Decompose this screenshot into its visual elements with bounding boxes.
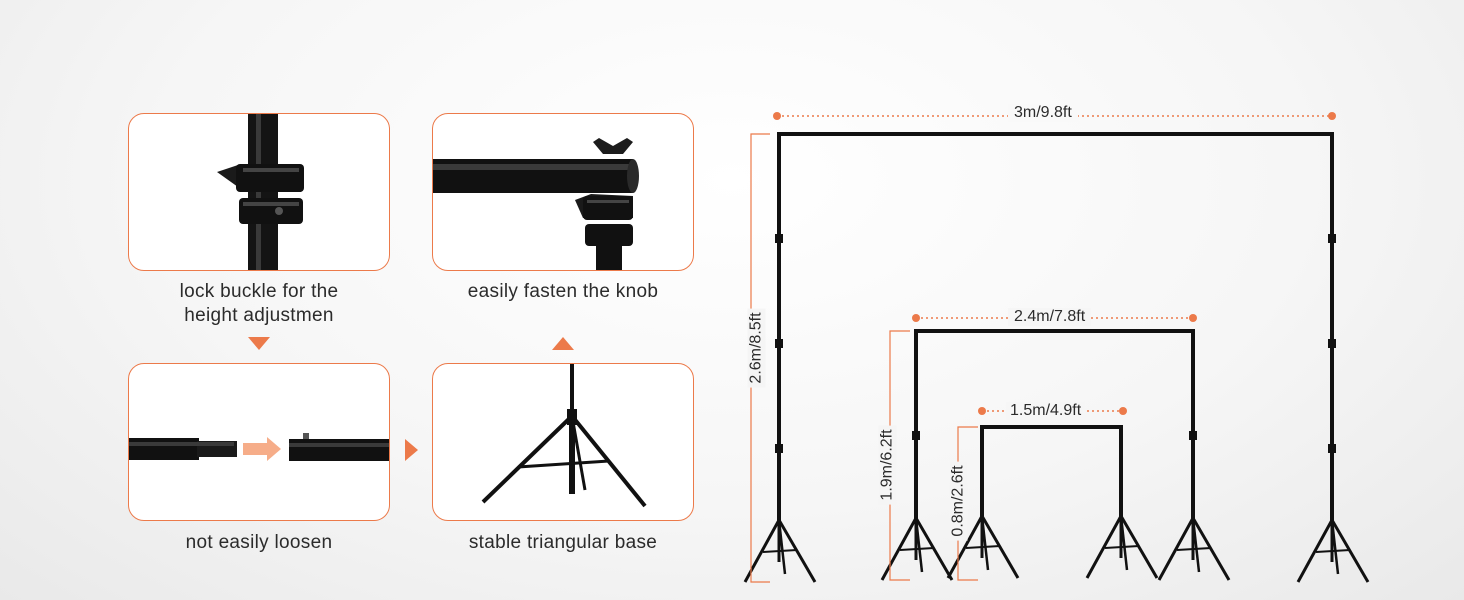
fasten-knob-caption: easily fasten the knob <box>467 281 659 302</box>
triangular-base-image <box>481 364 647 508</box>
lock-buckle-image <box>217 114 304 270</box>
arrow-down-icon <box>248 337 270 350</box>
medium-frame-right-clamp <box>1189 431 1197 440</box>
large-width-dot <box>773 112 781 120</box>
fasten-knob-image <box>433 138 639 270</box>
large-frame-right-clamp <box>1328 339 1336 348</box>
small-width-dot <box>1119 407 1127 415</box>
small-width-label: 1.5m/4.9ft <box>1006 402 1086 420</box>
triangular-base-panel <box>432 363 694 521</box>
large-frame-left-clamp <box>775 234 783 243</box>
triangular-base-caption: stable triangular base <box>468 532 658 553</box>
medium-height-label: 1.9m/6.2ft <box>878 425 897 505</box>
medium-frame-left-clamp <box>912 431 920 440</box>
medium-width-label: 2.4m/7.8ft <box>1008 308 1092 326</box>
small-height-label: 0.8m/2.6ft <box>949 461 968 541</box>
medium-width-dot <box>912 314 920 322</box>
small-frame-left-leg <box>946 515 984 579</box>
arrow-right-icon <box>405 439 418 461</box>
small-width-dot <box>978 407 986 415</box>
fasten-knob-panel <box>432 113 694 271</box>
arrow-up-icon <box>552 337 574 350</box>
large-frame-left-clamp <box>775 339 783 348</box>
not-loosen-caption: not easily loosen <box>185 532 333 553</box>
large-width-label: 3m/9.8ft <box>1008 104 1078 122</box>
large-width-dot <box>1328 112 1336 120</box>
small-frame-right-leg <box>1085 515 1123 579</box>
large-frame-right-leg <box>1296 519 1334 583</box>
not-loosen-panel <box>128 363 390 521</box>
not-loosen-image <box>129 433 389 461</box>
large-height-label: 2.6m/8.5ft <box>747 308 766 388</box>
large-frame-right-clamp <box>1328 444 1336 453</box>
medium-width-dot <box>1189 314 1197 322</box>
large-frame-right-clamp <box>1328 234 1336 243</box>
dimension-lines <box>750 112 1336 583</box>
lock-buckle-panel <box>128 113 390 271</box>
medium-frame-left-leg <box>880 517 918 581</box>
medium-frame-right-leg <box>1157 517 1195 581</box>
lock-buckle-caption: lock buckle for the height adjustmen <box>179 281 339 326</box>
stand-frames <box>743 132 1370 583</box>
large-frame-left-clamp <box>775 444 783 453</box>
